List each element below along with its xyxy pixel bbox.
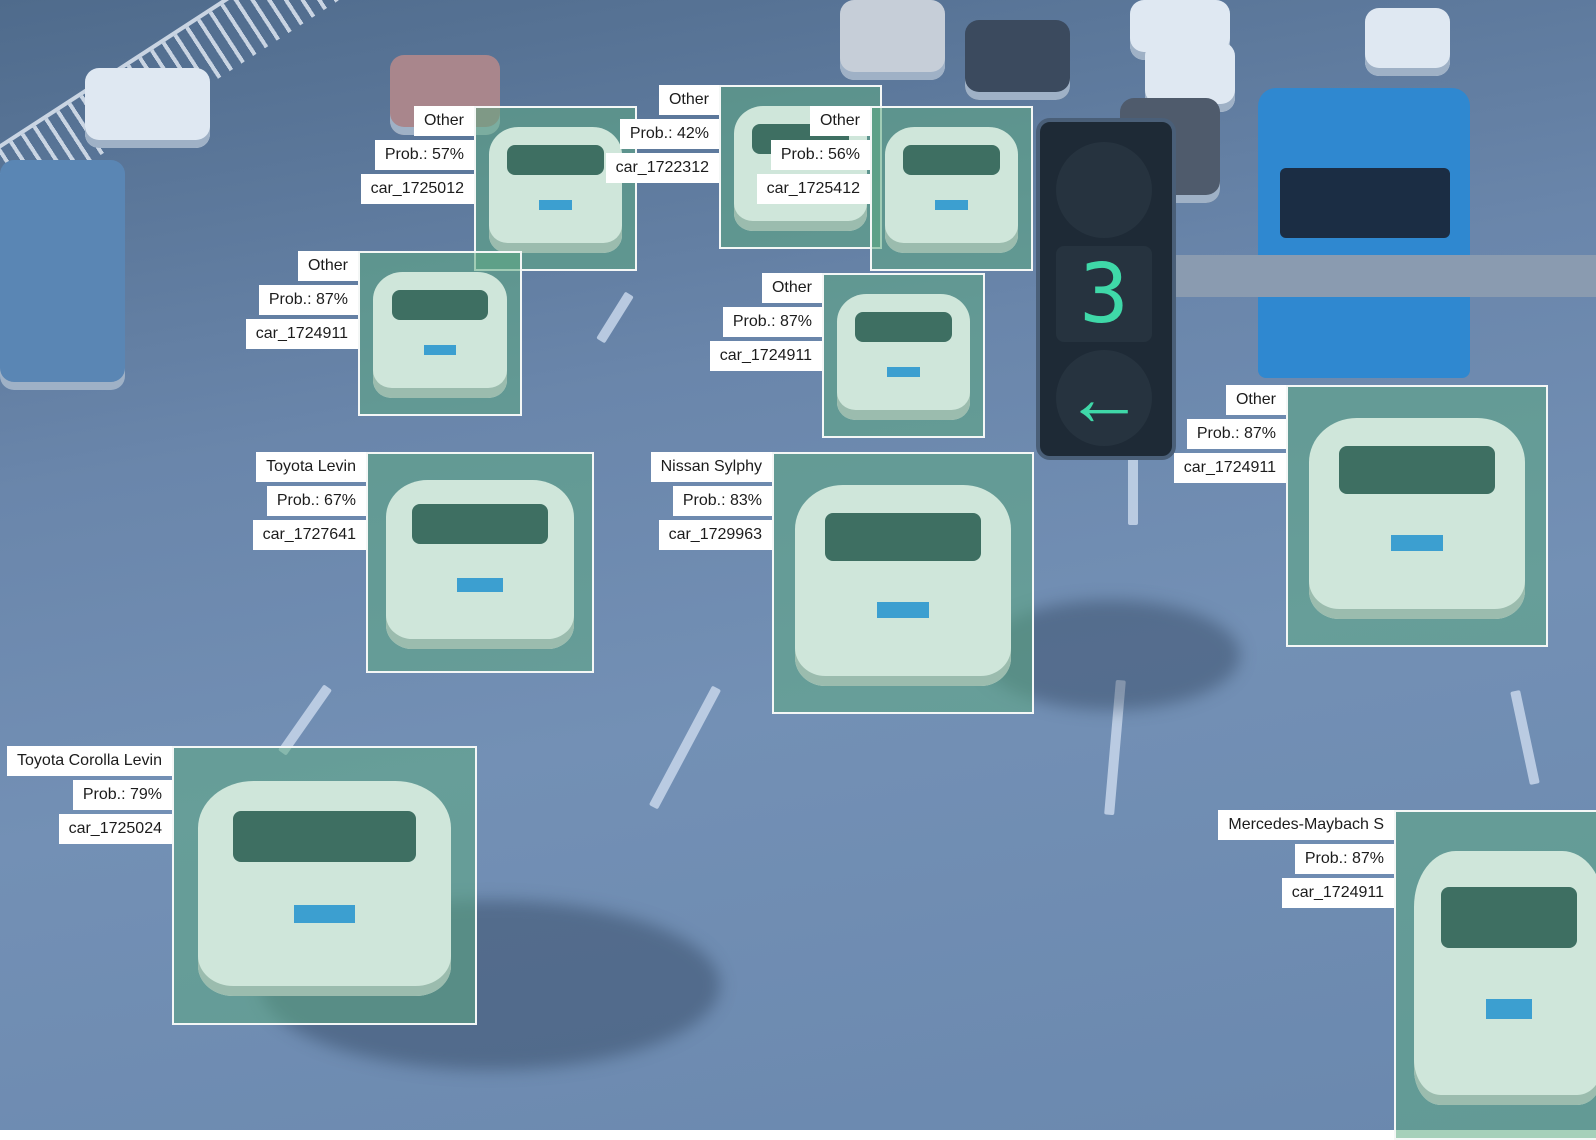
lane-marking — [648, 685, 722, 810]
license-plate — [887, 367, 920, 378]
detection-id: car_1729963 — [658, 520, 772, 550]
license-plate — [876, 601, 929, 618]
detected-car — [884, 127, 1019, 253]
background-truck — [840, 0, 945, 80]
detection-box[interactable] — [1394, 810, 1596, 1140]
detection-id: car_1725412 — [756, 174, 870, 204]
traffic-light: 3 ← — [1036, 118, 1176, 460]
detection-probability: Prob.: 42% — [619, 119, 719, 149]
license-plate — [935, 200, 968, 211]
detection-id: car_1724911 — [1173, 453, 1286, 483]
detection-class-label: Other — [1225, 385, 1286, 415]
detection-class-label: Mercedes-Maybach S — [1218, 810, 1394, 840]
license-plate — [423, 345, 457, 356]
background-car — [85, 68, 210, 148]
detection-probability: Prob.: 57% — [374, 140, 474, 170]
lane-marking — [596, 291, 634, 344]
detection-class-label: Other — [297, 251, 358, 281]
detection-id: car_1724911 — [245, 319, 358, 349]
detected-car — [836, 294, 971, 420]
detection-box[interactable] — [358, 251, 522, 416]
background-car — [965, 20, 1070, 100]
bus — [1258, 88, 1470, 378]
detection-id: car_1725024 — [58, 814, 172, 844]
unlit-lamp — [1056, 142, 1152, 238]
detection-probability: Prob.: 87% — [1294, 844, 1394, 874]
detection-probability: Prob.: 87% — [722, 307, 822, 337]
detected-car — [372, 272, 508, 398]
detection-class-label: Nissan Sylphy — [650, 452, 772, 482]
detection-box[interactable] — [822, 273, 985, 438]
detection-id: car_1722312 — [605, 153, 719, 183]
detection-probability: Prob.: 87% — [1186, 419, 1286, 449]
signal-pole — [1160, 255, 1596, 297]
detected-car — [198, 781, 451, 996]
detection-box[interactable] — [366, 452, 594, 673]
detection-label: Mercedes-Maybach S Prob.: 87% car_1724911 — [1218, 810, 1394, 908]
license-plate — [1390, 534, 1443, 551]
detection-probability: Prob.: 87% — [258, 285, 358, 315]
license-plate — [1486, 998, 1532, 1019]
detected-car — [1414, 851, 1596, 1106]
detection-box[interactable] — [1286, 385, 1548, 647]
detection-box[interactable] — [870, 106, 1033, 271]
detection-probability: Prob.: 67% — [266, 486, 366, 516]
license-plate — [294, 905, 355, 923]
detection-id: car_1727641 — [252, 520, 366, 550]
detection-id: car_1725012 — [360, 174, 474, 204]
detected-car — [385, 480, 575, 650]
left-arrow-icon: ← — [1056, 350, 1152, 446]
lane-marking — [1510, 689, 1540, 786]
detection-probability: Prob.: 83% — [672, 486, 772, 516]
detected-car — [488, 127, 623, 253]
detection-probability: Prob.: 56% — [770, 140, 870, 170]
detection-box[interactable] — [474, 106, 637, 271]
detection-class-label: Other — [413, 106, 474, 136]
license-plate — [539, 200, 572, 211]
detection-box[interactable] — [172, 746, 477, 1025]
detected-car — [1308, 417, 1526, 620]
detected-car — [794, 484, 1012, 687]
detection-class-label: Other — [809, 106, 870, 136]
background-car — [1365, 8, 1450, 76]
countdown-display: 3 — [1056, 246, 1152, 342]
detection-class-label: Toyota Levin — [256, 452, 366, 482]
detection-class-label: Other — [658, 85, 719, 115]
detection-id: car_1724911 — [1281, 878, 1394, 908]
lane-marking — [1128, 455, 1138, 525]
detection-id: car_1724911 — [709, 341, 822, 371]
license-plate — [457, 578, 503, 592]
detection-class-label: Toyota Corolla Levin — [7, 746, 172, 776]
background-van — [0, 160, 125, 390]
detection-class-label: Other — [761, 273, 822, 303]
lane-marking — [277, 684, 333, 756]
detection-box[interactable] — [772, 452, 1034, 714]
detection-probability: Prob.: 79% — [72, 780, 172, 810]
